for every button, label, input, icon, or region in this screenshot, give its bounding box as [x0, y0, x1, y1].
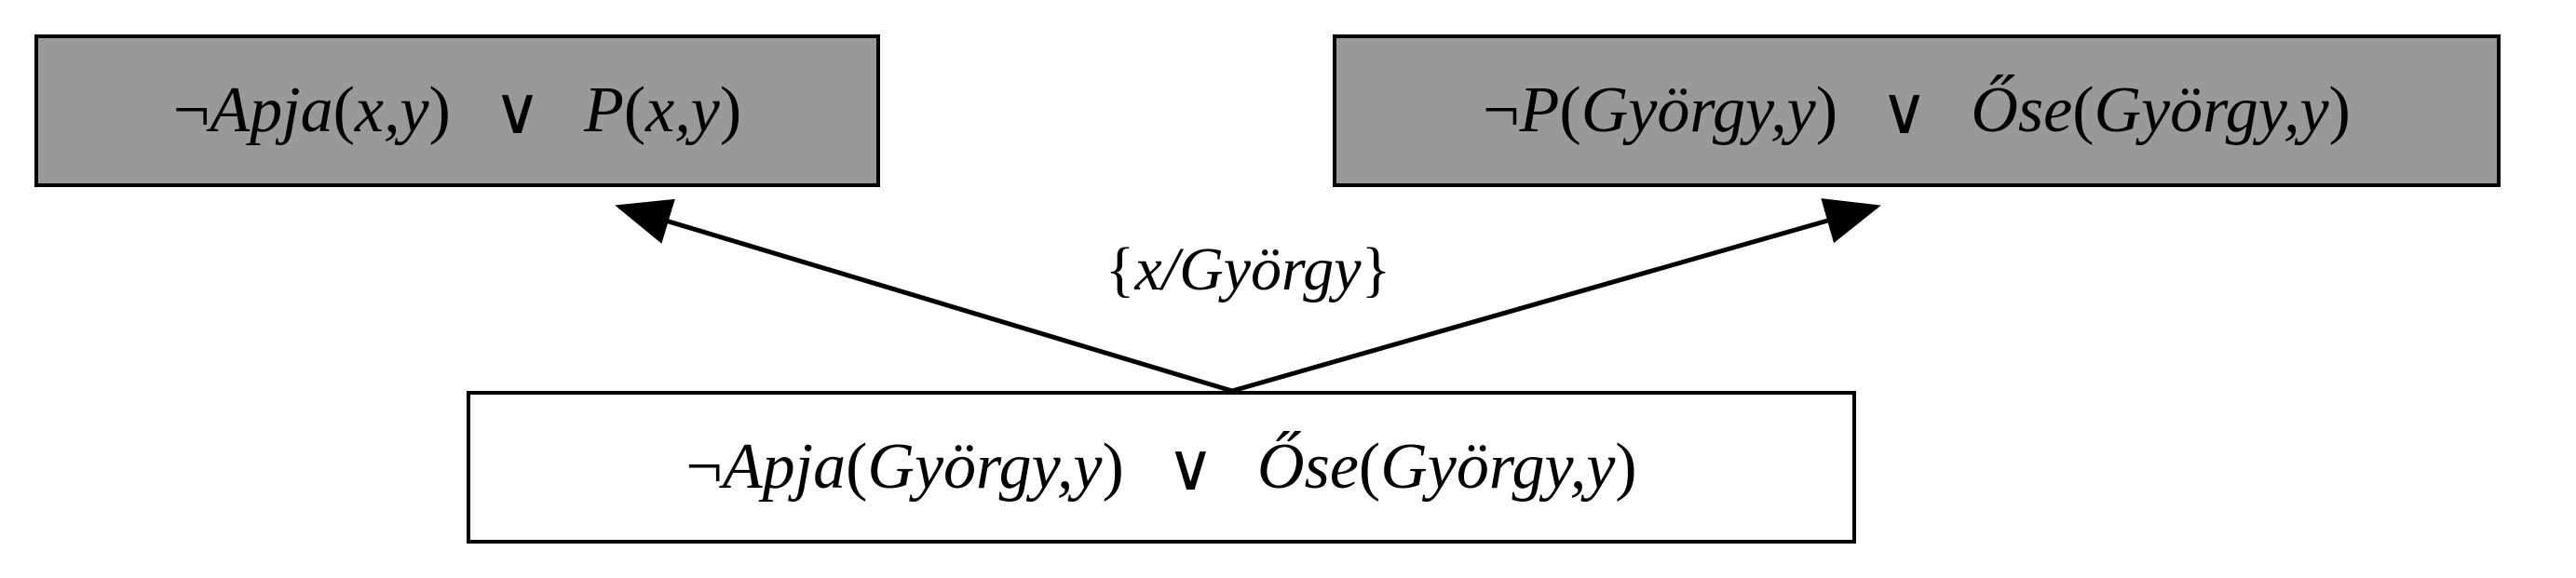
paren-open: ( — [623, 74, 646, 146]
brace-close: } — [1361, 235, 1391, 303]
or-symbol: ∨ — [1880, 75, 1929, 148]
paren-open: ( — [332, 74, 355, 146]
paren-open: ( — [1358, 431, 1381, 503]
predicate-p: P — [1519, 74, 1560, 146]
arguments: x,y — [645, 74, 720, 146]
clause-box-bottom: ¬Apja(György,y) ∨ Őse(György,y) — [467, 391, 1856, 544]
clause-box-right: ¬P(György,y) ∨ Őse(György,y) — [1333, 34, 2501, 187]
negation-symbol: ¬ — [172, 74, 210, 146]
predicate-p: P — [584, 74, 624, 146]
arrow-to-left-clause — [615, 198, 1233, 394]
negation-symbol: ¬ — [685, 431, 723, 503]
paren-close: ) — [1615, 431, 1637, 503]
paren-close: ) — [428, 74, 451, 146]
arguments: x,y — [354, 74, 429, 146]
paren-open: ( — [846, 431, 868, 503]
predicate-ose: Őse — [1971, 74, 2073, 146]
substitution-label: {x/György} — [1062, 235, 1434, 328]
clause-box-left: ¬Apja(x,y) ∨ P(x,y) — [34, 34, 880, 187]
paren-open: ( — [1559, 74, 1581, 146]
paren-close: ) — [1815, 74, 1838, 146]
brace-open: { — [1105, 235, 1135, 303]
or-symbol: ∨ — [493, 75, 542, 148]
or-symbol: ∨ — [1166, 432, 1215, 504]
predicate-apja: Apja — [210, 74, 333, 146]
arguments: György,y — [867, 431, 1103, 503]
arguments: György,y — [2094, 74, 2329, 146]
negation-symbol: ¬ — [1483, 74, 1520, 146]
paren-close: ) — [2328, 74, 2351, 146]
arguments: György,y — [1580, 74, 1816, 146]
arrow-to-right-clause — [1231, 198, 1881, 394]
paren-close: ) — [719, 74, 742, 146]
paren-close: ) — [1102, 431, 1124, 503]
paren-open: ( — [2072, 74, 2095, 146]
predicate-apja: Apja — [722, 431, 847, 503]
predicate-ose: Őse — [1257, 431, 1359, 503]
substitution-body: x/György — [1134, 235, 1362, 303]
arguments: György,y — [1380, 431, 1616, 503]
